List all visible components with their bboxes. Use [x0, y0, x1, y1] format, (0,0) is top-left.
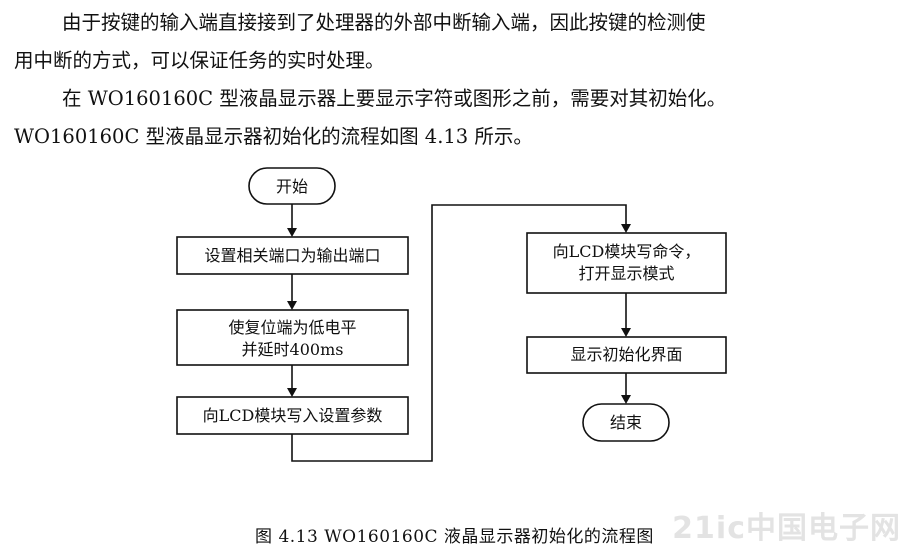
step-show-init-screen-box — [526, 336, 727, 374]
paragraph-1-line-2: 用中断的方式，可以保证任务的实时处理。 — [14, 49, 385, 72]
step-reset-delay-line1: 使复位端为低电平 — [228, 318, 356, 337]
end-label: 结束 — [610, 413, 642, 432]
arrowhead-step5-end — [621, 395, 631, 404]
figure-caption: 图 4.13 WO160160C 液晶显示器初始化的流程图 — [255, 527, 654, 547]
start-label: 开始 — [276, 177, 308, 196]
step-write-params-label: 向LCD模块写入设置参数 — [203, 406, 383, 425]
arrowhead-step1-step2 — [287, 301, 297, 310]
arrowhead-step4-step5 — [621, 328, 631, 337]
step-show-init-screen-label: 显示初始化界面 — [570, 345, 682, 364]
step-set-ports-label: 设置相关端口为输出端口 — [204, 246, 380, 265]
paragraph-2-line-1: 在 WO160160C 型液晶显示器上要显示字符或图形之前，需要对其初始化。 — [62, 87, 727, 110]
paragraph-1-line-1: 由于按键的输入端直接接到了处理器的外部中断输入端，因此按键的检测使 — [62, 11, 706, 34]
step-write-command-line1: 向LCD模块写命令， — [553, 242, 701, 261]
step-write-command-box — [526, 232, 727, 294]
arrowhead-start-step1 — [287, 228, 297, 237]
step-write-params-box — [176, 396, 409, 435]
arrowhead-step3-step4 — [621, 224, 631, 233]
arrowhead-step2-step3 — [287, 388, 297, 397]
paragraph-2-line-2: WO160160C 型液晶显示器初始化的流程如图 4.13 所示。 — [14, 125, 533, 148]
step-reset-delay-line2: 并延时400ms — [242, 340, 344, 359]
end-terminal — [582, 403, 670, 442]
connector-step3-step4 — [291, 204, 627, 462]
watermark-logo: 21ic中国电子网 — [672, 511, 901, 546]
step-set-ports-box — [176, 236, 409, 275]
step-write-command-line2: 打开显示模式 — [578, 264, 674, 283]
